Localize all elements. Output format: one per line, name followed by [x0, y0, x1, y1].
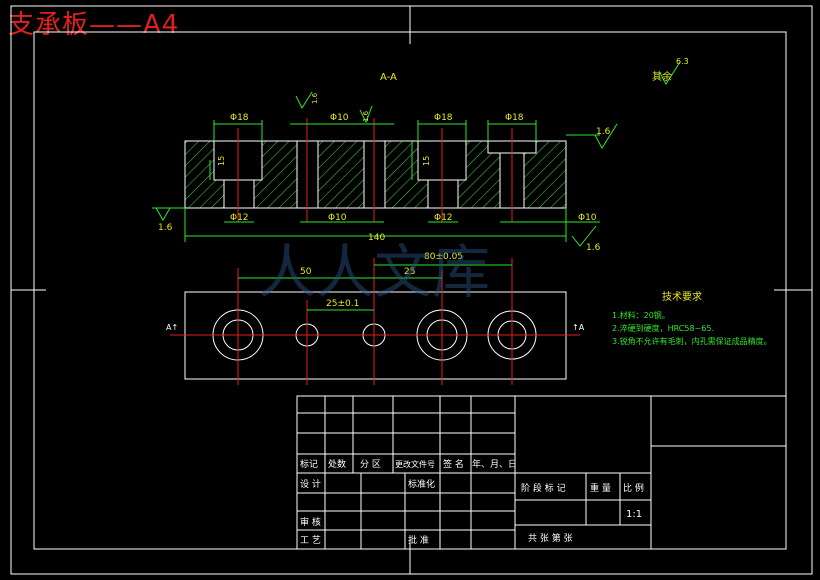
- tb-label-count: 处数: [328, 458, 346, 470]
- dim-phi12-a: Φ12: [230, 213, 249, 223]
- tb-label-change-doc: 更改文件号: [395, 459, 435, 469]
- dim-length-140: 140: [368, 233, 385, 243]
- tb-standard: 标准化: [408, 478, 435, 490]
- cut-marker-right: ↑A: [572, 323, 585, 332]
- dim-25: 25: [404, 267, 415, 277]
- watermark: 人人文库: [258, 238, 490, 306]
- tb-weight: 重 量: [590, 482, 611, 494]
- dim-phi18-c: Φ18: [505, 113, 524, 123]
- tb-label-mark: 标记: [300, 458, 318, 470]
- roughness-top: 1.6: [311, 92, 319, 104]
- dim-phi18-a: Φ18: [230, 113, 249, 123]
- dim-depth15-a: 15: [217, 156, 226, 166]
- section-dimlines: [152, 61, 681, 247]
- tb-label-date: 年、月、日: [472, 458, 517, 470]
- dim-80: 80±0.05: [424, 252, 463, 262]
- hole4-bore: [427, 179, 459, 209]
- tb-process: 工 艺: [300, 535, 321, 546]
- drawing-title: 支承板——A4: [8, 10, 180, 40]
- tb-stage-mark: 阶 段 标 记: [521, 482, 566, 494]
- roughness-bottom: 1.6: [586, 243, 601, 253]
- dim-phi12-b: Φ12: [434, 213, 453, 223]
- section-label: A-A: [380, 72, 397, 83]
- tb-scale: 比 例: [623, 482, 644, 494]
- tb-design: 设 计: [300, 478, 321, 490]
- dim-phi10-bot: Φ10: [328, 213, 347, 223]
- plan-dimlines: [238, 264, 512, 311]
- tb-review: 审 核: [300, 516, 321, 528]
- tech-heading: 技术要求: [662, 290, 702, 303]
- dim-depth15-b: 15: [422, 156, 431, 166]
- dim-25-tol: 25±0.1: [326, 299, 359, 309]
- roughness-other-value: 6.3: [676, 57, 689, 66]
- title-block-grid: [296, 395, 787, 550]
- roughness-right: 1.6: [596, 127, 611, 137]
- tb-approve: 批 准: [408, 534, 429, 546]
- hole1-bore: [223, 179, 255, 209]
- tb-label-zone: 分 区: [360, 459, 381, 470]
- dim-phi10-right: Φ10: [578, 213, 597, 223]
- tb-sheets: 共 张 第 张: [528, 532, 573, 544]
- tb-label-sign: 签 名: [443, 458, 464, 470]
- dim-50: 50: [300, 267, 312, 277]
- roughness-other-label: 其余: [652, 70, 672, 83]
- tech-item-1: 1.材料：20钢。: [612, 310, 670, 320]
- roughness-left: 1.6: [158, 223, 173, 233]
- roughness-mid: 1.6: [362, 110, 370, 122]
- dim-phi18-b: Φ18: [434, 113, 453, 123]
- section-centerlines: [237, 118, 513, 222]
- tb-scale-value: 1:1: [626, 509, 642, 520]
- plan-centerlines: [170, 258, 580, 385]
- cut-marker-left: A↑: [166, 323, 178, 332]
- tech-item-2: 2.淬硬到硬度，HRC58~65.: [612, 323, 714, 333]
- dim-phi10-top: Φ10: [330, 113, 349, 123]
- tech-item-3: 3.锐角不允许有毛刺，内孔需保证成品精度。: [612, 336, 772, 346]
